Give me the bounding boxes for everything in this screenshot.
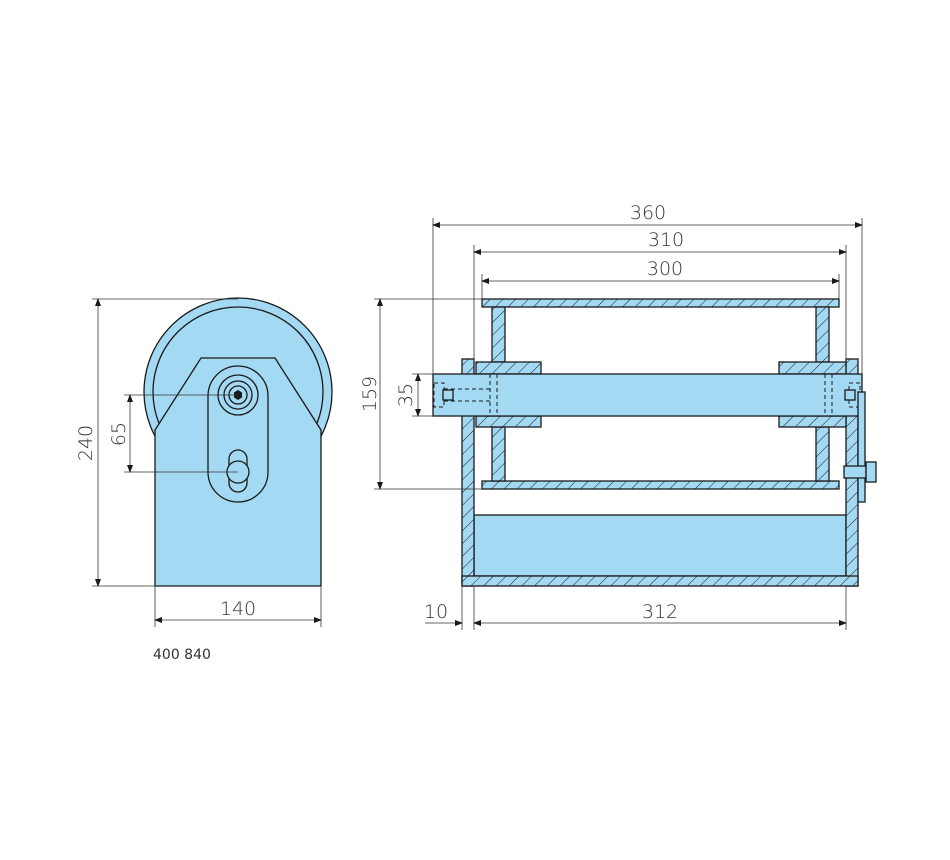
drum-bottom-shell [481,480,840,490]
bolt-icon [843,465,867,479]
drum-top-shell [481,298,840,308]
dim-height: 240 [75,425,97,461]
hub-plate [475,415,542,428]
dim-width: 140 [220,598,256,620]
drum-web [491,306,506,363]
drum-web [815,306,830,363]
grease-nipple-icon [844,389,856,401]
tray [473,514,847,577]
side-bracket [857,391,866,503]
dim-shaft-diameter: 35 [395,383,417,407]
dim-axle-offset: 65 [108,422,130,446]
grease-nipple-icon [442,389,454,401]
hub-plate [475,361,542,375]
hub-plate [778,361,847,375]
dim-drum-diameter: 159 [359,376,381,412]
frame-bottom [461,575,859,587]
dim-frame-length: 310 [648,229,684,251]
dim-inner-length: 312 [642,601,678,623]
drum-web [815,426,830,482]
dim-drum-length: 300 [647,258,683,280]
drum-web [491,426,506,482]
dim-overall-length: 360 [630,202,666,224]
side-view: 240 65 140 400 840 [75,297,333,663]
part-number: 400 840 [153,647,211,663]
hub-plate [778,415,847,428]
dim-wall-thickness: 10 [424,601,448,623]
nut-icon [865,461,877,483]
front-view: 360 310 300 159 35 10 312 [359,202,877,630]
